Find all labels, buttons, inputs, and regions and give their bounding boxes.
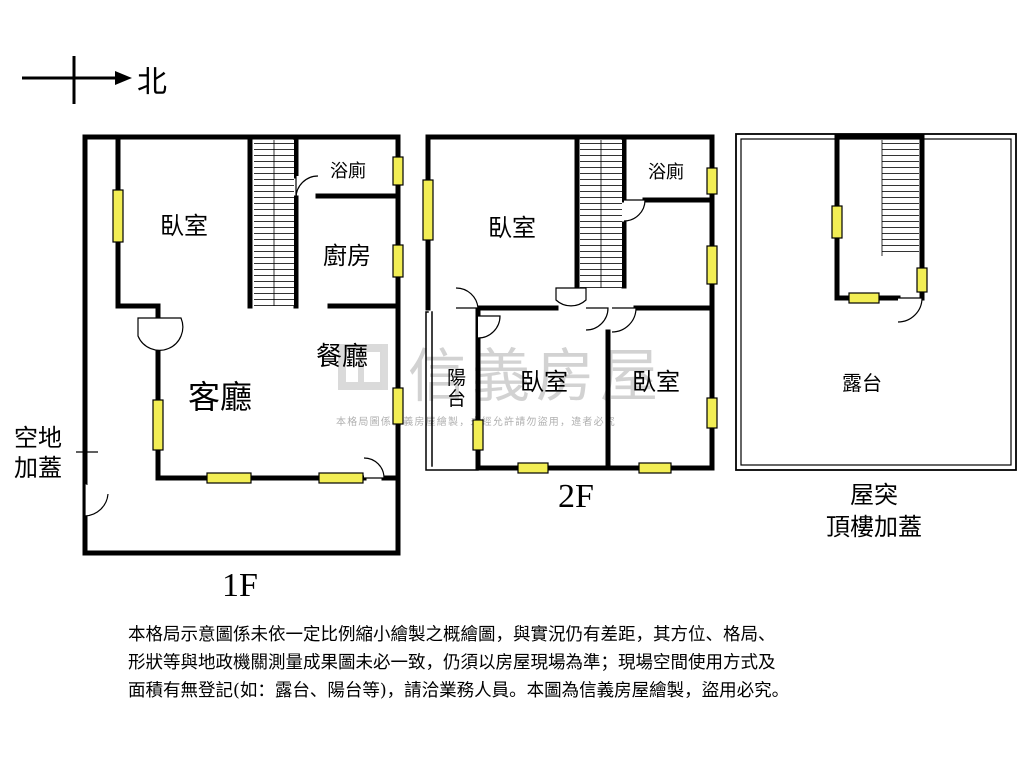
doors-roof xyxy=(897,297,923,323)
disclaimer-line-1: 本格局示意圖係未依一定比例縮小繪製之概繪圖，與實況仍有差距，其方位、格局、 xyxy=(128,625,776,645)
room-label-2f-balcony-line1: 陽 xyxy=(447,367,466,389)
windows-2f xyxy=(422,167,718,474)
disclaimer-note: 本格局示意圖係未依一定比例縮小繪製之概繪圖，與實況仍有差距，其方位、格局、 形狀… xyxy=(128,621,958,705)
room-label-1f-living: 客廳 xyxy=(188,378,252,416)
watermark-logo xyxy=(338,344,388,390)
north-label: 北 xyxy=(137,65,167,100)
roof-label-line1: 屋突 xyxy=(850,481,898,509)
watermark-brand: 信義房屋 xyxy=(408,342,664,410)
stairs-roof xyxy=(882,140,919,256)
room-label-roof-terrace: 露台 xyxy=(842,371,882,395)
room-label-2f-bedroom-right: 臥室 xyxy=(632,368,680,396)
room-label-1f-bathroom: 浴廁 xyxy=(330,160,366,182)
floor-label-1f: 1F xyxy=(222,567,258,604)
room-label-2f-bedroom-mid: 臥室 xyxy=(520,368,568,396)
floor-2f-plan xyxy=(425,134,715,471)
doors-1f xyxy=(84,175,385,517)
room-label-2f-bathroom: 浴廁 xyxy=(648,161,684,183)
floor-label-2f: 2F xyxy=(558,478,594,515)
disclaimer-line-2: 形狀等與地政機關測量成果圖未必一致，仍須以房屋現場為準；現場空間使用方式及 xyxy=(128,653,776,673)
north-arrow-icon xyxy=(22,56,132,104)
outside-label-line2: 加蓋 xyxy=(14,454,62,482)
room-label-2f-balcony-line2: 台 xyxy=(447,388,466,410)
room-label-1f-kitchen: 廚房 xyxy=(323,242,371,270)
room-label-1f-dining: 餐廳 xyxy=(316,342,368,372)
roof-label-line2: 頂樓加蓋 xyxy=(826,513,922,541)
windows-roof xyxy=(831,205,928,304)
doors-2f xyxy=(455,199,646,339)
room-label-2f-bedroom-main: 臥室 xyxy=(488,214,536,242)
windows-1f xyxy=(112,156,404,484)
disclaimer-line-3: 面積有無登記(如：露台、陽台等)，請洽業務人員。本圖為信義房屋繪製，盜用必究。 xyxy=(128,681,790,701)
room-label-1f-bedroom: 臥室 xyxy=(160,212,208,240)
outside-label-line1: 空地 xyxy=(14,424,62,452)
